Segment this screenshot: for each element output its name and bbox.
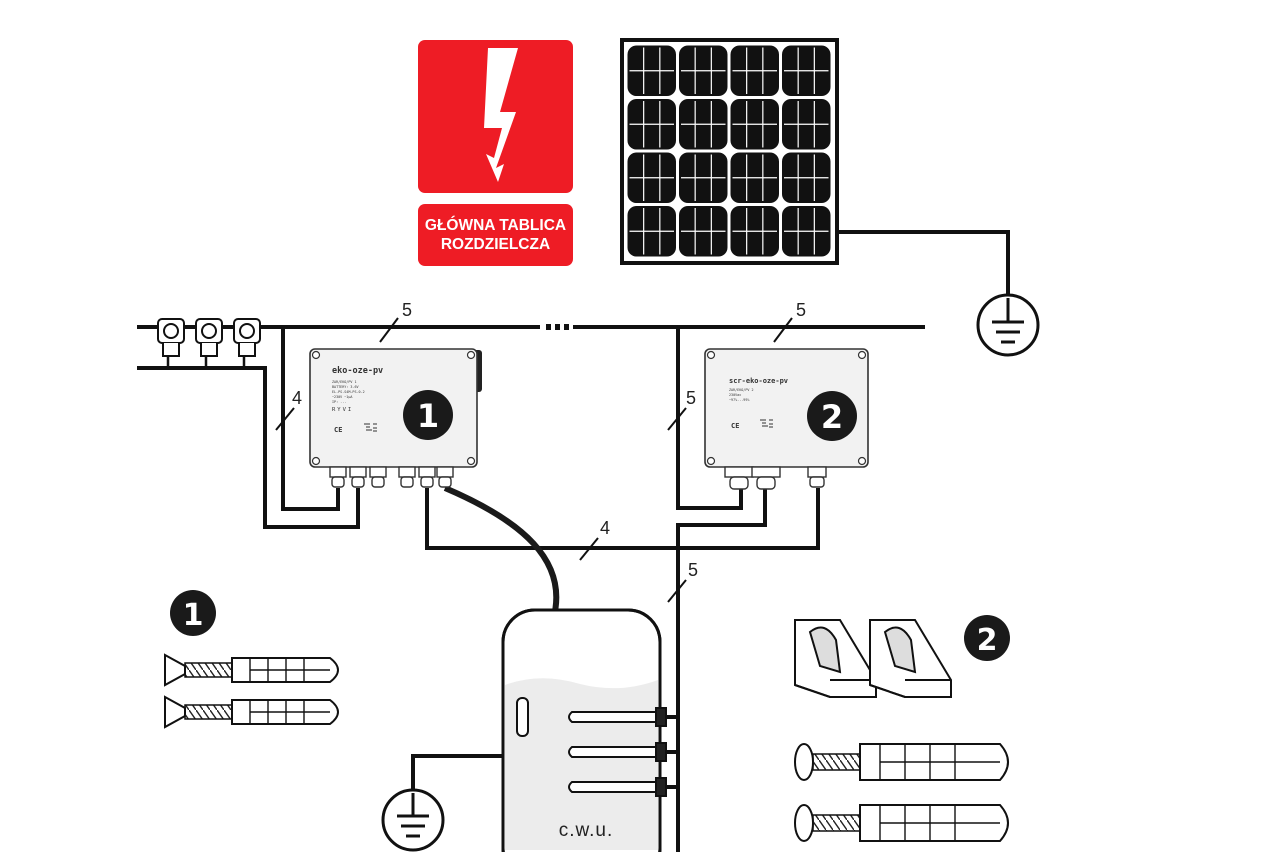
- lightning-bolt-icon: [484, 48, 518, 182]
- panel-cell-grid: [732, 208, 777, 255]
- device-2-line: ~97%...99%: [729, 398, 749, 402]
- screw-anchor-icon: [164, 695, 339, 729]
- panel-cell-grid: [681, 154, 726, 201]
- screw-anchor-icon: [794, 804, 1009, 842]
- device-1-line: IP: ...: [332, 400, 346, 404]
- device-1-line: ZAR/EKO/PV 1: [332, 380, 357, 384]
- device-1-marks: CE: [334, 426, 342, 434]
- cable-label-bottom-horizontal: 4: [600, 518, 610, 538]
- accessory-badge-1: 1: [183, 598, 204, 633]
- clamp-leads: [166, 356, 246, 368]
- screw-anchor-icon: [794, 743, 1009, 781]
- cable-label-middle-vertical: 5: [686, 388, 696, 408]
- panel-cell-grid: [681, 208, 726, 255]
- ground-icon: [381, 754, 503, 852]
- device-1-line: EL-PS-S4M-PS-0-2: [332, 390, 365, 394]
- device-1-line: BATTERY: 3.6V: [332, 385, 359, 389]
- cable-label-top-right: 5: [796, 300, 806, 320]
- panel-cell-grid: [629, 208, 674, 255]
- device-2-number: 2: [821, 398, 843, 436]
- cable-label-left-vertical: 4: [292, 388, 302, 408]
- panel-cell-grid: [681, 47, 726, 94]
- device-2-title: scr-eko-oze-pv: [729, 377, 788, 385]
- device-2-marks: CE: [731, 422, 739, 430]
- bus-ellipsis: [546, 324, 569, 330]
- solar-panel: [620, 38, 839, 265]
- panel-cell-grid: [681, 101, 726, 148]
- accessory-badge-2: 2: [977, 623, 998, 658]
- panel-cell-grid: [629, 47, 674, 94]
- warning-sign-caption: GŁÓWNA TABLICA ROZDZIELCZA: [418, 204, 573, 266]
- panel-cell-grid: [732, 47, 777, 94]
- device-2-line: 230Vac: [729, 393, 741, 397]
- device-1-title: eko-oze-pv: [332, 366, 383, 376]
- device-1-brand: RYVI: [332, 407, 353, 413]
- panel-cells: [627, 45, 831, 257]
- mounting-bracket-icon: [794, 619, 952, 698]
- device-2-line: ZAR/EKO/PV 2: [729, 388, 754, 392]
- panel-cell-grid: [784, 154, 829, 201]
- accessory-set-2: 2: [794, 615, 1010, 842]
- panel-cell-grid: [784, 208, 829, 255]
- accessory-set-1: 1: [164, 590, 339, 729]
- cable-label-tank-vertical: 5: [688, 560, 698, 580]
- device-1-number: 1: [417, 397, 439, 435]
- hot-water-tank: c.w.u.: [501, 608, 667, 852]
- panel-cell-grid: [732, 101, 777, 148]
- panel-cell-grid: [784, 47, 829, 94]
- cable-ticks: [275, 317, 793, 603]
- device-1-badge: [403, 390, 453, 440]
- current-clamps: [157, 318, 261, 357]
- sign-text: GŁÓWNA TABLICA ROZDZIELCZA: [424, 217, 567, 253]
- controller-device-2: scr-eko-oze-pv ZAR/EKO/PV 2 230Vac ~97%.…: [704, 348, 869, 490]
- controller-device-1: eko-oze-pv ZAR/EKO/PV 1 BATTERY: 3.6V EL…: [309, 348, 482, 488]
- warning-sign: [418, 40, 573, 193]
- ground-icon: [837, 230, 1040, 357]
- device-2-badge: [807, 391, 857, 441]
- tank-label: c.w.u.: [559, 820, 614, 841]
- device-1-line: ~230V ~1μA: [332, 395, 352, 399]
- panel-cell-grid: [629, 154, 674, 201]
- cable-label-top-left: 5: [402, 300, 412, 320]
- screw-anchor-icon: [164, 653, 339, 687]
- panel-cell-grid: [732, 154, 777, 201]
- panel-cell-grid: [784, 101, 829, 148]
- panel-cell-grid: [629, 101, 674, 148]
